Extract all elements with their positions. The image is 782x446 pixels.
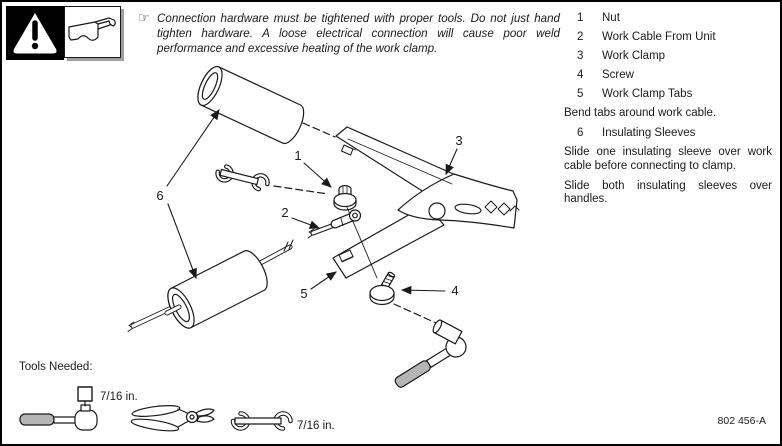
insulating-sleeve-top bbox=[197, 65, 305, 145]
warning-triangle-svg bbox=[13, 13, 57, 54]
item-label: Work Clamp bbox=[602, 50, 666, 62]
list-note: Slide one insulating sleeve over work ca… bbox=[564, 146, 772, 172]
screw-drawing bbox=[369, 271, 396, 306]
list-item: 2 Work Cable From Unit bbox=[564, 31, 772, 44]
note-hand-icon: ☞ bbox=[138, 11, 150, 26]
item-number: 2 bbox=[577, 31, 584, 43]
callout-6: 6 bbox=[156, 188, 163, 203]
tools-needed-heading: Tools Needed: bbox=[19, 361, 93, 373]
item-number: 3 bbox=[577, 50, 584, 62]
document-part-number: 802 456-A bbox=[717, 415, 766, 427]
socket-wrench-drawing bbox=[394, 319, 467, 388]
item-label: Nut bbox=[602, 12, 620, 24]
callout-3: 3 bbox=[455, 133, 462, 148]
work-clamp-drawing bbox=[332, 126, 520, 279]
callout-arrows bbox=[166, 109, 458, 295]
callout-4: 4 bbox=[451, 283, 458, 298]
item-label: Work Clamp Tabs bbox=[602, 88, 693, 100]
note-text: Connection hardware must be tightened wi… bbox=[157, 12, 560, 55]
list-item: 6 Insulating Sleeves bbox=[564, 127, 772, 140]
list-item: 4 Screw bbox=[564, 69, 772, 82]
callout-numbers: 1 2 3 4 5 6 bbox=[156, 133, 462, 301]
warning-triangle-icon bbox=[6, 6, 64, 60]
list-item: 3 Work Clamp bbox=[564, 50, 772, 63]
callout-2: 2 bbox=[281, 205, 288, 220]
item-number: 5 bbox=[577, 88, 584, 100]
callout-5: 5 bbox=[300, 286, 307, 301]
parts-list: 1 Nut 2 Work Cable From Unit 3 Work Clamp 4… bbox=[564, 12, 772, 213]
item-number: 4 bbox=[577, 69, 584, 81]
work-cable-drawing bbox=[307, 209, 362, 239]
wrench-in-diagram bbox=[215, 164, 270, 192]
list-note: Slide both insulating sleeves over handl… bbox=[564, 179, 772, 206]
item-label: Work Cable From Unit bbox=[602, 31, 716, 43]
wrench-size-label: 7/16 in. bbox=[297, 420, 335, 432]
list-item: 1 Nut bbox=[564, 12, 772, 25]
tool-socket-wrench-icon bbox=[19, 386, 98, 431]
item-number: 6 bbox=[577, 127, 584, 139]
safety-glasses-icon bbox=[64, 6, 121, 58]
list-note: Bend tabs around work cable. bbox=[564, 107, 717, 119]
list-item: 5 Work Clamp Tabs bbox=[564, 88, 772, 101]
insulating-sleeve-bottom bbox=[127, 239, 294, 332]
item-label: Insulating Sleeves bbox=[602, 127, 696, 139]
item-number: 1 bbox=[577, 12, 584, 24]
tool-pliers-icon bbox=[130, 405, 215, 432]
callout-1: 1 bbox=[294, 148, 301, 163]
note-block: ☞ Connection hardware must be tightened … bbox=[138, 11, 560, 56]
socket-size-label: 7/16 in. bbox=[100, 391, 138, 403]
tool-wrench-icon bbox=[230, 411, 293, 431]
safety-glasses-svg bbox=[68, 17, 116, 41]
nut-drawing bbox=[333, 185, 357, 211]
item-label: Screw bbox=[602, 69, 634, 81]
